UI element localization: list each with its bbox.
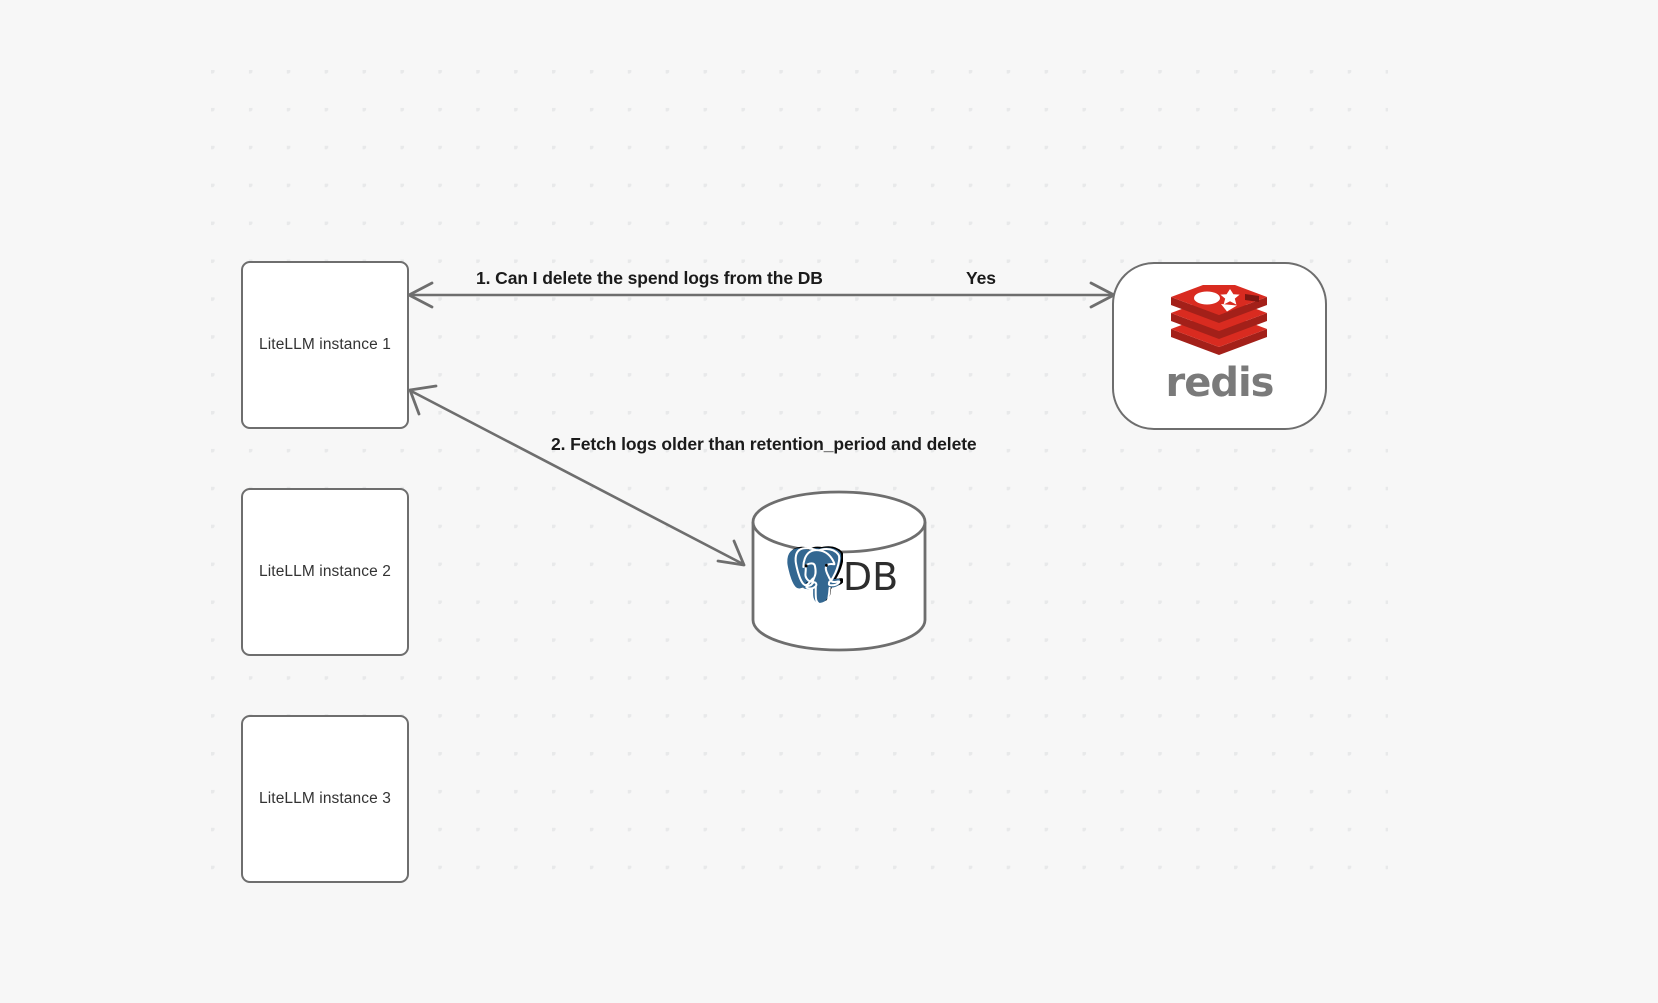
redis-logo-icon	[1171, 285, 1268, 355]
redis-logo-group: redis	[1165, 285, 1275, 406]
redis-wordmark: redis	[1165, 360, 1274, 406]
edge-litellm1-to-db	[408, 384, 746, 567]
node-litellm-instance-2[interactable]: LiteLLM instance 2	[241, 488, 409, 656]
node-litellm-instance-3-label: LiteLLM instance 3	[259, 790, 391, 807]
edge-label-fetch-delete: 2. Fetch logs older than retention_perio…	[551, 434, 977, 454]
node-db[interactable]: DB	[753, 490, 926, 652]
edge-label-yes: Yes	[966, 268, 996, 288]
db-label: DB	[842, 555, 899, 599]
node-litellm-instance-1[interactable]: LiteLLM instance 1	[241, 261, 409, 429]
postgresql-elephant-icon	[787, 546, 843, 606]
node-redis[interactable]: redis	[1112, 262, 1327, 430]
node-litellm-instance-3[interactable]: LiteLLM instance 3	[241, 715, 409, 883]
db-logo-group: DB	[753, 542, 926, 612]
node-litellm-instance-2-label: LiteLLM instance 2	[259, 563, 391, 580]
node-litellm-instance-1-label: LiteLLM instance 1	[259, 336, 391, 353]
edge-label-question: 1. Can I delete the spend logs from the …	[476, 268, 823, 288]
